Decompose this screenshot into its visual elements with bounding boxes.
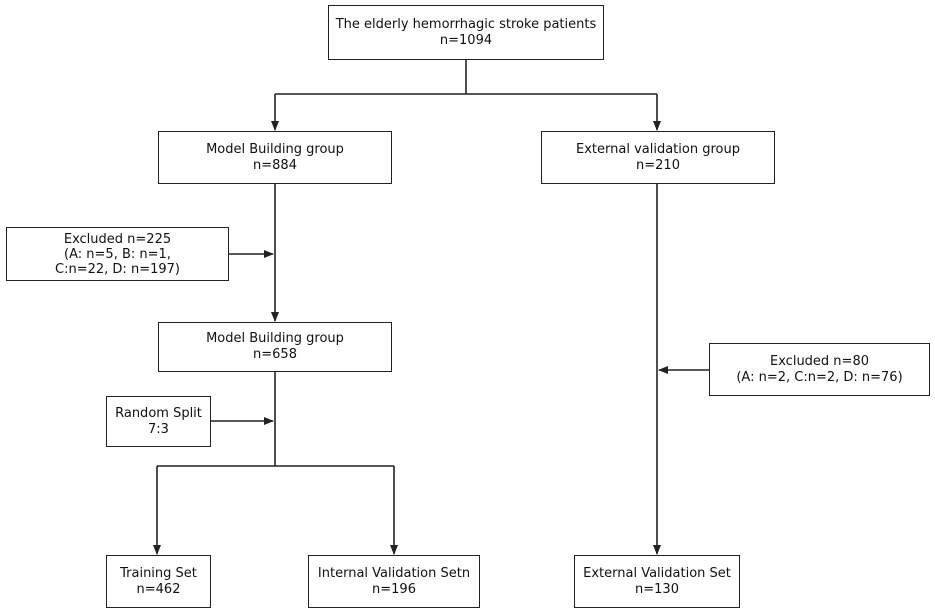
node-root-line2: n=1094 xyxy=(439,32,493,48)
node-external-validation-group-line1: External validation group xyxy=(576,141,740,157)
node-internal-validation-line2: n=196 xyxy=(372,581,416,597)
node-model-building-2-line1: Model Building group xyxy=(206,331,344,346)
node-excluded-model-line2: (A: n=5, B: n=1, xyxy=(64,246,171,262)
node-excluded-model-line1: Excluded n=225 xyxy=(63,231,172,247)
node-excluded-external: Excluded n=80 (A: n=2, C:n=2, D: n=76) xyxy=(709,343,930,396)
node-random-split-line1: Random Split xyxy=(115,405,202,421)
node-training-set-line2: n=462 xyxy=(136,581,181,597)
node-external-validation-group-line2: n=210 xyxy=(636,157,680,173)
node-internal-validation: Internal Validation Setn n=196 xyxy=(308,555,480,608)
node-root: The elderly hemorrhagic stroke patients … xyxy=(328,5,604,60)
node-external-validation-set-line1: External Validation Set xyxy=(583,565,731,581)
node-random-split: Random Split 7:3 xyxy=(106,396,211,447)
node-training-set-line1: Training Set xyxy=(120,565,197,581)
node-root-line1: The elderly hemorrhagic stroke patients xyxy=(335,16,597,32)
node-external-validation-set: External Validation Set n=130 xyxy=(574,555,740,608)
node-excluded-external-line2: (A: n=2, C:n=2, D: n=76) xyxy=(736,369,903,385)
node-internal-validation-line1: Internal Validation Setn xyxy=(317,565,471,581)
node-excluded-model: Excluded n=225 (A: n=5, B: n=1, C:n=22, … xyxy=(6,227,229,281)
node-model-building-1-line2: n=884 xyxy=(253,157,297,173)
node-excluded-model-line3: C:n=22, D: n=197) xyxy=(55,261,180,277)
node-external-validation-group: External validation group n=210 xyxy=(541,131,775,184)
node-model-building-2: Model Building group n=658 xyxy=(158,322,392,372)
node-training-set: Training Set n=462 xyxy=(106,555,211,608)
node-random-split-line2: 7:3 xyxy=(148,421,169,437)
node-model-building-1: Model Building group n=884 xyxy=(158,131,392,184)
node-external-validation-set-line2: n=130 xyxy=(635,581,679,597)
node-model-building-1-line1: Model Building group xyxy=(206,141,344,157)
node-model-building-2-line2: n=658 xyxy=(253,347,297,362)
node-excluded-external-line1: Excluded n=80 xyxy=(770,353,869,369)
